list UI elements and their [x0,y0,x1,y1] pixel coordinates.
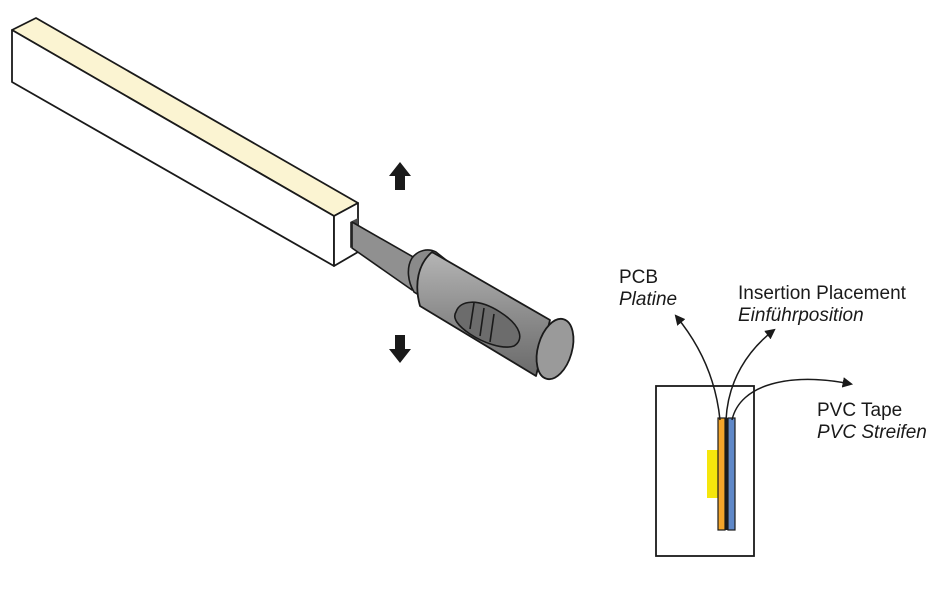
profile-outline [655,385,755,557]
arrow-down-icon [389,335,411,363]
strip-front-face [11,29,335,267]
label-pvc-de: PVC Streifen [817,422,927,443]
leader-pvc [731,377,854,421]
neon-strip [11,17,359,267]
pvc-layer [727,417,736,531]
label-pcb-de: Platine [619,289,678,310]
label-pcb-en: PCB [619,267,659,288]
led-chip [707,450,718,498]
insertion-gap [725,418,728,530]
leader-insertion [725,328,776,421]
tool-end-cap [535,317,575,381]
label-insertion-en: Insertion Placement [738,283,906,304]
leader-pcb [674,314,721,421]
strip-top-face [11,17,359,217]
grip-ribs [454,301,521,348]
label-pvc-en: PVC Tape [817,400,903,421]
label-pvc: PVC Tape PVC Streifen [817,400,927,444]
label-insertion: Insertion Placement Einführposition [738,283,906,327]
insertion-tool [351,221,575,381]
pcb-layer [717,417,726,531]
arrow-up-icon [389,162,411,190]
cross-section [655,385,755,557]
label-pcb: PCB Platine [619,267,677,311]
label-insertion-de: Einführposition [738,305,864,326]
